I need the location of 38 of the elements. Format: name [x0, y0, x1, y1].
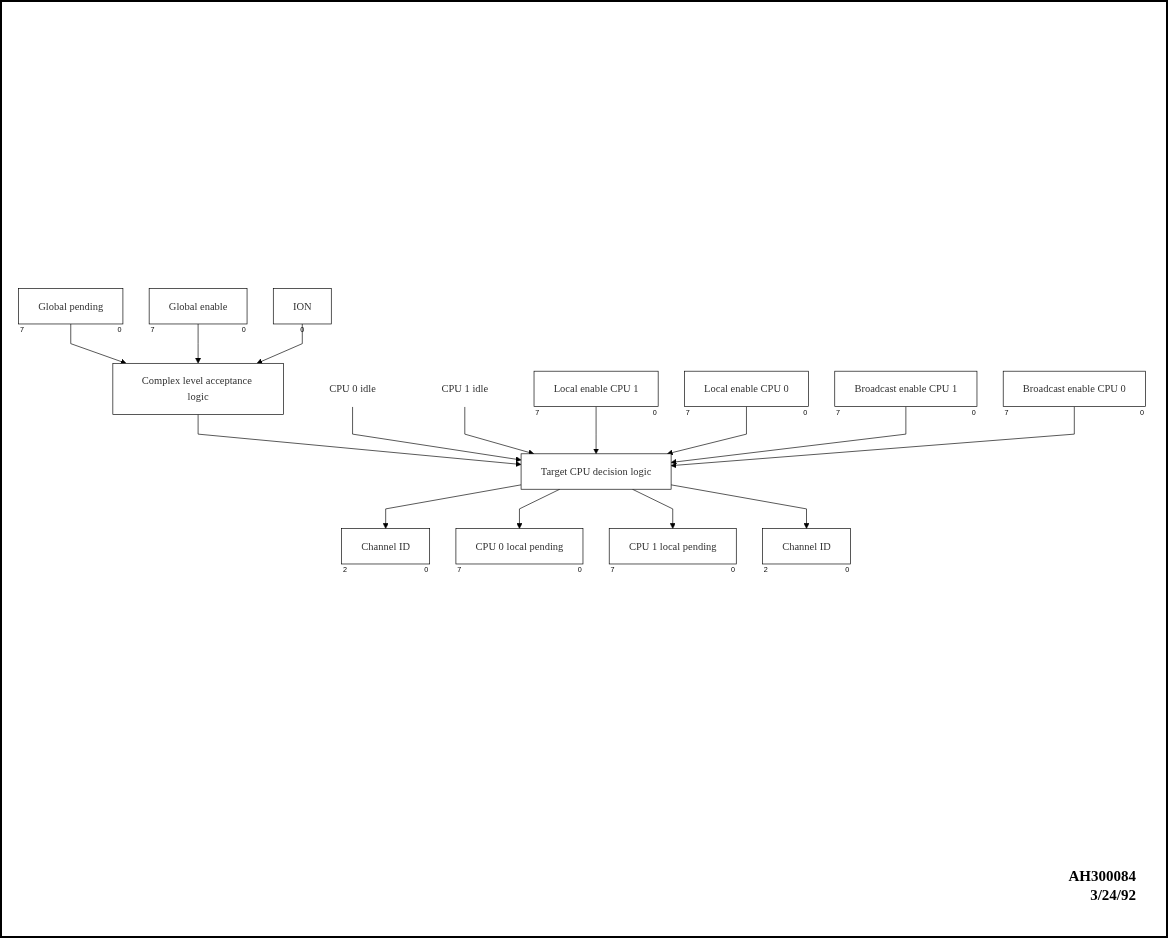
- node-box: Local enable CPU 0: [684, 371, 809, 408]
- bit-number: 0: [424, 566, 429, 575]
- bit-number: 0: [971, 408, 976, 418]
- bit-number: 7: [836, 408, 841, 418]
- figure-code-note: 3/24/92: [1089, 887, 1136, 904]
- bit-number: 0: [845, 566, 850, 575]
- node-box: Global enable: [148, 288, 248, 325]
- bit-number: 7: [1004, 408, 1009, 418]
- bit-number: 7: [19, 325, 24, 335]
- node-box: Broadcast enable CPU 1: [834, 371, 978, 408]
- bit-number: 7: [610, 566, 615, 575]
- node-text: CPU 1 idle: [441, 383, 489, 395]
- bit-number: 7: [150, 325, 155, 335]
- bit-number: 7: [457, 566, 462, 575]
- figure-code-note: AH300084: [1068, 868, 1136, 885]
- node-box: ION: [272, 288, 332, 325]
- bit-number: 0: [241, 325, 246, 335]
- node-box: Broadcast enable CPU 0: [1002, 371, 1146, 408]
- bit-number: 0: [803, 408, 808, 418]
- node-box: Channel ID: [762, 528, 851, 565]
- node-box: Local enable CPU 1: [533, 371, 659, 408]
- bit-number: 2: [763, 566, 768, 575]
- node-box: Channel ID: [341, 528, 430, 565]
- node-text: CPU 0 idle: [329, 383, 376, 395]
- bit-number: 2: [343, 566, 347, 575]
- bit-number: 7: [685, 408, 690, 418]
- bit-number: 7: [535, 408, 540, 418]
- node-box: CPU 1 local pending: [608, 528, 737, 565]
- bit-number: 0: [1140, 408, 1145, 418]
- bit-number: 0: [730, 566, 735, 575]
- node-box: CPU 0 local pending: [455, 528, 584, 565]
- node-box: Target CPU decision logic: [520, 453, 672, 490]
- bit-number: 0: [652, 408, 657, 418]
- node-box: Global pending: [18, 288, 124, 325]
- bit-number: 0: [577, 566, 582, 575]
- node-box: Complex level acceptance logic: [112, 363, 284, 416]
- bit-number: 0: [300, 325, 305, 335]
- bit-number: 0: [117, 325, 122, 335]
